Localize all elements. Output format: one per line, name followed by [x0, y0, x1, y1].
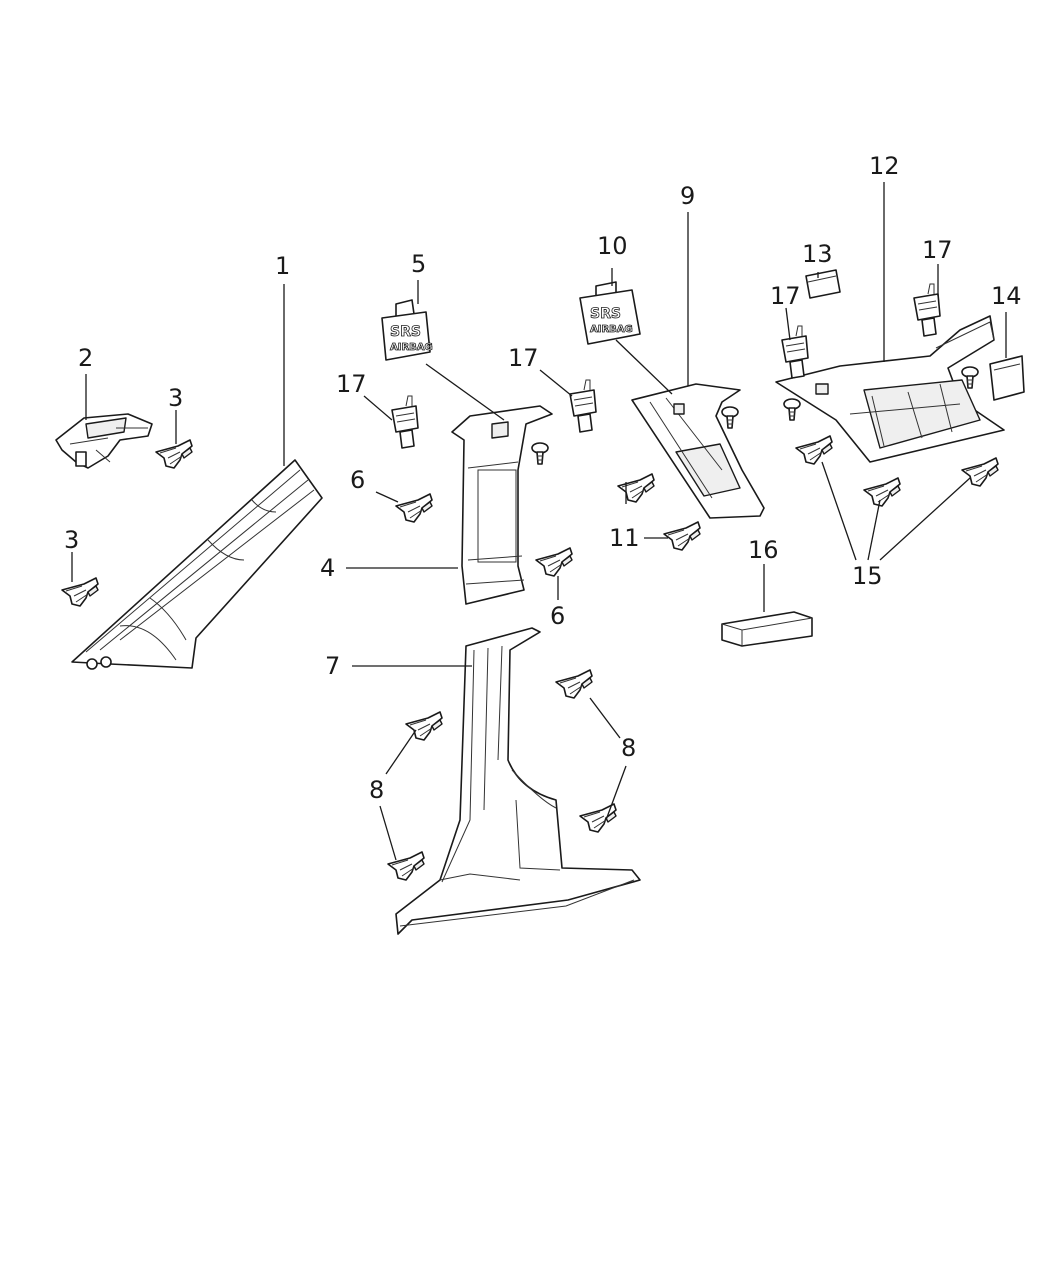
- badge-10-line1: SRS: [590, 306, 621, 322]
- part-7-b-pillar-lower-trim: [395, 627, 641, 935]
- callout-17-c: 17: [922, 236, 953, 264]
- part-9-c-pillar-trim: [631, 383, 765, 519]
- callout-3-lower: 3: [64, 526, 79, 554]
- part-2-bracket: [55, 413, 153, 469]
- callout-8-right: 8: [621, 734, 636, 762]
- clip-15-b: [863, 477, 901, 507]
- clip-17-d: [781, 325, 809, 379]
- part-4-b-pillar-upper-trim: [451, 405, 553, 605]
- clip-15-a: [795, 435, 833, 465]
- clip-8-d: [387, 851, 425, 881]
- badge-5-line2: AIRBAG: [390, 342, 433, 353]
- callout-10: 10: [597, 232, 628, 260]
- clip-17-b: [569, 379, 597, 433]
- clip-11-lower: [663, 521, 701, 551]
- clip-8-a: [555, 669, 593, 699]
- callout-16: 16: [748, 536, 779, 564]
- part-5-srs-airbag-badge: SRS AIRBAG: [381, 299, 433, 361]
- callout-15: 15: [852, 562, 883, 590]
- screw-c-pillar: [721, 406, 739, 429]
- clip-3-lower: [61, 577, 99, 607]
- callout-3-upper: 3: [168, 384, 183, 412]
- callout-13: 13: [802, 240, 833, 268]
- badge-5-line1: SRS: [390, 324, 421, 340]
- part-14-cover: [989, 355, 1025, 401]
- callout-2: 2: [78, 344, 93, 372]
- part-13-cap: [805, 269, 841, 299]
- callout-6-left: 6: [350, 466, 365, 494]
- clip-15-c: [961, 457, 999, 487]
- callout-7: 7: [325, 652, 340, 680]
- callout-6-right: 6: [550, 602, 565, 630]
- callout-17-a: 17: [336, 370, 367, 398]
- screw-quarter-left: [783, 398, 801, 421]
- callout-1: 1: [275, 252, 290, 280]
- callout-8-left: 8: [369, 776, 384, 804]
- callout-17-d: 17: [770, 282, 801, 310]
- callout-9: 9: [680, 182, 695, 210]
- clip-17-c: [913, 283, 941, 337]
- screw-b-pillar: [531, 442, 549, 465]
- part-1-a-pillar-trim: [71, 459, 323, 670]
- clip-11-upper: [617, 473, 655, 503]
- callout-11: 11: [609, 524, 640, 552]
- callout-12: 12: [869, 152, 900, 180]
- leader-lines: [71, 182, 1007, 861]
- part-12-quarter-trim-panel: [775, 315, 1005, 463]
- callout-labels: 1 2 3 3 4 5 6 6 7 8 8 8 9 10 11 12 13 14…: [64, 152, 1022, 804]
- callout-5: 5: [411, 250, 426, 278]
- badge-10-line2: AIRBAG: [590, 324, 633, 335]
- clip-17-a: [391, 395, 419, 449]
- part-10-srs-airbag-badge: SRS AIRBAG: [579, 281, 641, 345]
- part-16-foam-pad: [721, 611, 813, 647]
- callout-14: 14: [991, 282, 1022, 310]
- callout-4: 4: [320, 554, 335, 582]
- callout-17-b: 17: [508, 344, 539, 372]
- clip-6-right: [535, 547, 573, 577]
- clip-3-upper: [155, 439, 193, 469]
- clip-6-left: [395, 493, 433, 523]
